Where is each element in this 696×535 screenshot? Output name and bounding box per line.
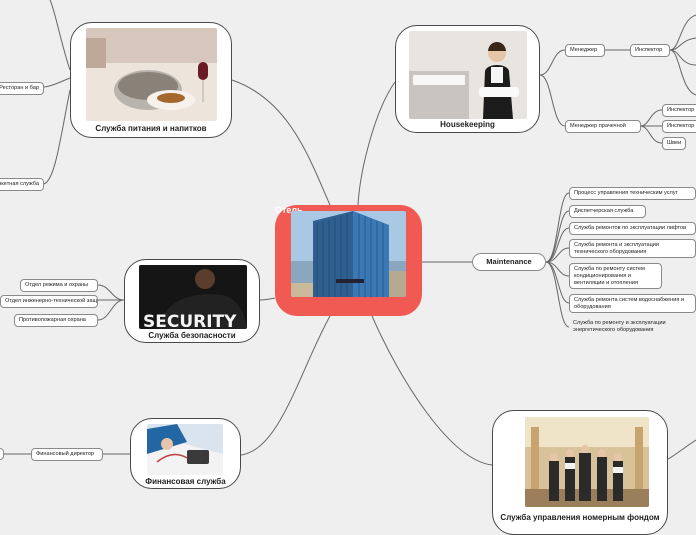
building-illustration — [291, 211, 406, 297]
maint-item-3[interactable]: Служба ремонтов по эксплуатации лифтов — [569, 222, 696, 235]
maint-item-2[interactable]: Диспетчерская служба — [569, 205, 646, 218]
center-node-label: Отель — [275, 205, 303, 215]
hotel-building-photo — [291, 211, 406, 297]
branch-finance-label: Финансовая служба — [145, 477, 226, 486]
maint-item-5[interactable]: Служба по ремонту систем кондиционирован… — [569, 263, 662, 289]
maint-item-7[interactable]: Служба по ремонту и эксплуатации энергет… — [573, 320, 666, 333]
branch-food-service[interactable]: Служба питания и напитков — [70, 22, 232, 138]
security-item-1[interactable]: Отдел режима и охраны — [20, 279, 98, 292]
hk-laundry-inspector-1[interactable]: Инспектор — [662, 104, 696, 117]
food-item-restaurant[interactable]: Ресторан и бар — [0, 82, 44, 95]
security-guard-photo: SECURITY — [139, 265, 247, 329]
branch-housekeeping-label: Housekeeping — [440, 120, 495, 129]
hk-inspector[interactable]: Инспектор — [630, 44, 670, 57]
maint-item-4[interactable]: Служба ремонта и эксплуатации техническо… — [569, 239, 696, 258]
hotel-staff-photo — [525, 417, 649, 507]
hk-seamstress[interactable]: Швеи — [662, 137, 686, 150]
finance-photo — [147, 424, 223, 475]
food-item-banquet[interactable]: Банкетная служба — [0, 178, 44, 191]
hk-manager[interactable]: Менеджер — [565, 44, 605, 57]
branch-housekeeping[interactable]: Housekeeping — [395, 25, 540, 133]
maid-photo — [409, 31, 527, 119]
center-node-hotel[interactable]: Отель — [275, 205, 422, 316]
maint-item-1[interactable]: Процесс управления техническим услуг — [569, 187, 696, 200]
security-item-3[interactable]: Противопожарная охрана — [14, 314, 98, 327]
branch-security[interactable]: SECURITY Служба безопасности — [124, 259, 260, 343]
finance-item-1[interactable]: Финансовый директор — [31, 448, 103, 461]
security-item-2[interactable]: Отдел инженерно-технической защиты — [0, 295, 98, 308]
branch-food-label: Служба питания и напитков — [95, 124, 207, 133]
branch-rooms-label: Служба управления номерным фондом — [500, 513, 660, 522]
branch-rooms-division[interactable]: Служба управления номерным фондом — [492, 410, 668, 535]
dining-photo — [86, 28, 217, 121]
branch-finance[interactable]: Финансовая служба — [130, 418, 241, 489]
hk-laundry-manager[interactable]: Менеджер прачечной — [565, 120, 641, 133]
hk-laundry-inspector-2[interactable]: Инспектор — [662, 120, 696, 133]
connector-lines — [4, 0, 696, 466]
branch-security-label: Служба безопасности — [148, 331, 236, 340]
branch-maintenance[interactable]: Maintenance — [472, 253, 546, 271]
security-jacket-lettering: SECURITY — [143, 312, 237, 329]
maint-item-6[interactable]: Служба ремонта систем водоснабжения и об… — [569, 294, 696, 313]
